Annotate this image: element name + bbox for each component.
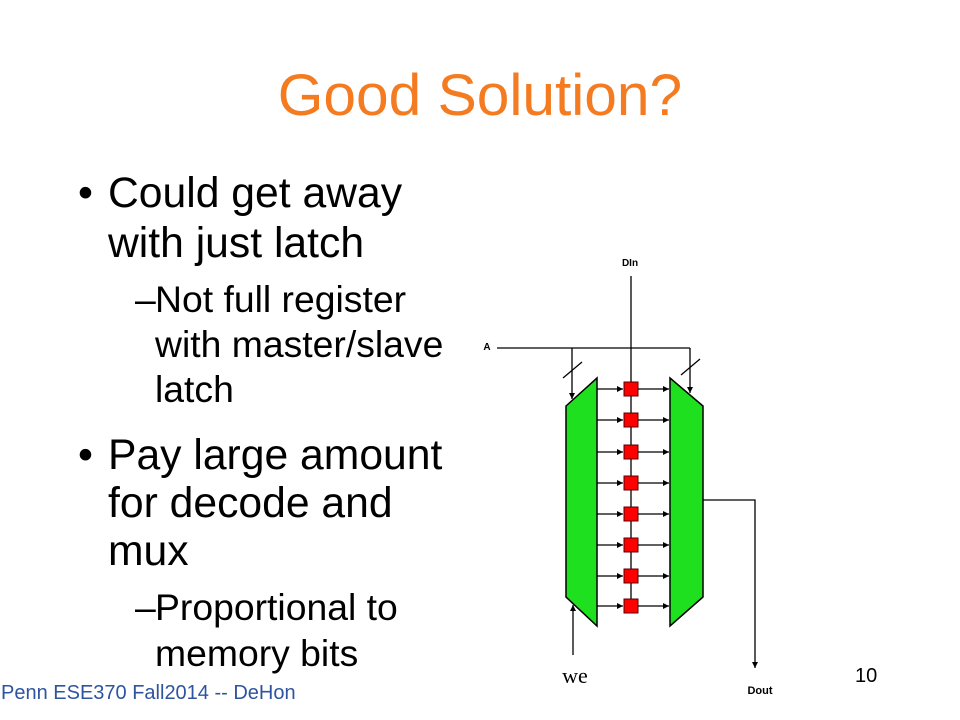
decoder-trapezoid (565, 376, 598, 628)
storage-cell (623, 568, 639, 584)
memory-row (597, 412, 669, 428)
storage-cell (623, 412, 639, 428)
we-label: we (562, 663, 588, 688)
dout-label: Dout (747, 685, 772, 697)
footer-text: Penn ESE370 Fall2014 -- DeHon (1, 682, 296, 704)
sub-bullet-marker: – (135, 278, 156, 320)
bullet-text: Pay large amount for decode and mux (108, 431, 443, 575)
memory-row (597, 598, 669, 614)
page-number: 10 (855, 665, 878, 687)
sub-bullet-text: Not full register with master/slave latc… (155, 278, 444, 410)
storage-cell (623, 381, 639, 397)
mux-trapezoid (669, 376, 704, 628)
memory-row (597, 475, 669, 491)
memory-row (597, 537, 669, 553)
dout-line (703, 499, 758, 668)
storage-cell (623, 444, 639, 460)
address-label: A (483, 342, 490, 353)
memory-row (597, 381, 669, 397)
memory-row (597, 444, 669, 460)
memory-row (597, 506, 669, 522)
bullet-text: Could get away with just latch (108, 169, 403, 267)
bus-width-slash (562, 361, 583, 379)
memory-row (597, 568, 669, 584)
bus-width-slash (680, 358, 701, 376)
storage-cell (623, 537, 639, 553)
sub-bullet-marker: – (135, 586, 156, 628)
slide-title: Good Solution? (277, 63, 683, 128)
sub-bullet-text: Proportional to memory bits (155, 586, 398, 674)
storage-cell (623, 475, 639, 491)
din-label: DIn (622, 258, 638, 269)
bullet-marker: • (78, 431, 93, 479)
storage-cell (623, 506, 639, 522)
storage-cell (623, 598, 639, 614)
bullet-marker: • (78, 169, 93, 217)
